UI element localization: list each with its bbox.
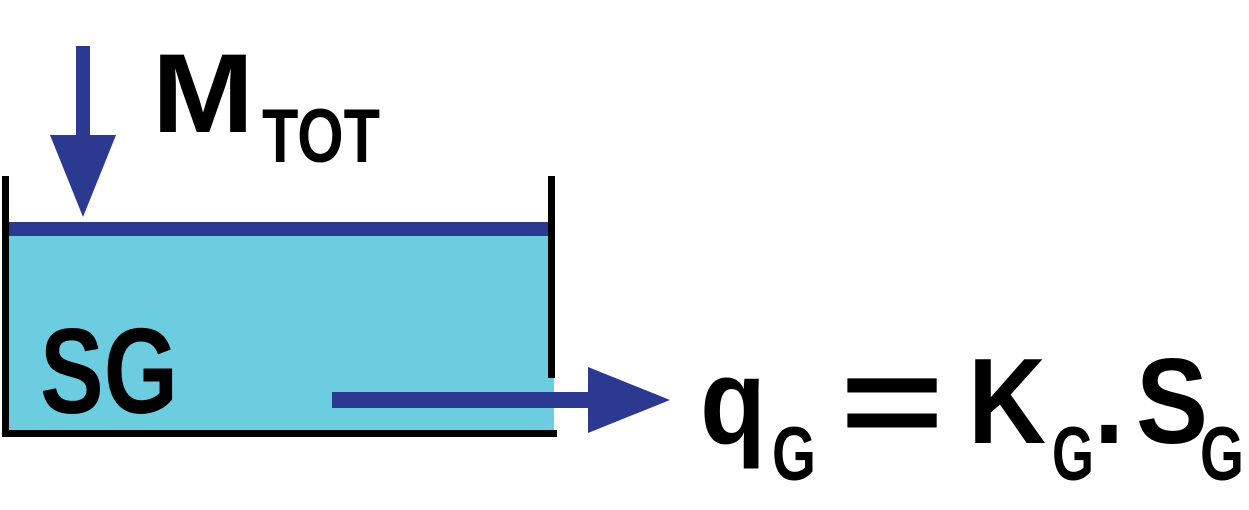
outflow-lhs-subscript: G <box>772 412 816 497</box>
right-arrow-icon <box>332 367 670 433</box>
inflow-symbol: M <box>152 31 254 156</box>
tank-right-wall <box>548 176 555 378</box>
outflow-equation: q G = K G . S G <box>700 328 1244 497</box>
multiplication-dot: . <box>1094 333 1124 469</box>
inflow-subscript: TOT <box>262 94 380 179</box>
outflow-coef-symbol: K <box>968 333 1046 469</box>
equals-sign: = <box>840 328 944 474</box>
tank-bottom-wall <box>2 430 557 437</box>
reservoir-label: SG <box>40 303 178 439</box>
water-surface-line <box>5 222 555 236</box>
inflow-label: M TOT <box>152 31 380 179</box>
outflow-coef-subscript: G <box>1052 412 1094 497</box>
outflow-lhs-symbol: q <box>700 333 766 469</box>
outflow-storage-subscript: G <box>1200 412 1244 497</box>
tank-left-wall <box>2 176 9 437</box>
outflow-storage-symbol: S <box>1136 333 1208 469</box>
down-arrow-icon <box>50 46 116 217</box>
